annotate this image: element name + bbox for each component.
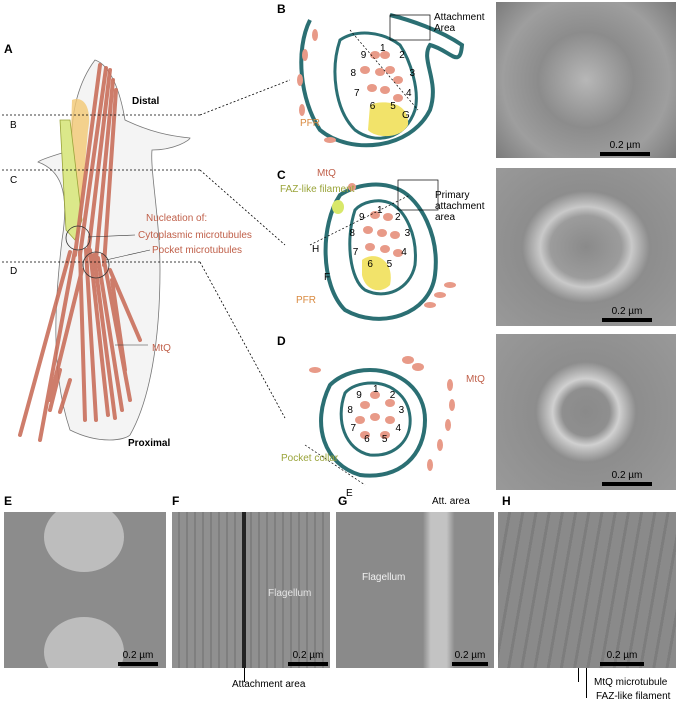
e-scale-bar: 0.2 µm (118, 650, 158, 666)
mtq-label-a: MtQ (152, 343, 171, 354)
c-mtq-label: MtQ (317, 168, 336, 179)
f-em-image: Flagellum (172, 512, 330, 668)
panel-f-letter: F (172, 494, 180, 508)
e-em-image (4, 512, 166, 668)
c-pfr-label: PFR (296, 295, 316, 306)
c-h-label: H (312, 244, 320, 255)
c-primary-area-label: Primary attachment area (435, 190, 485, 223)
section-b-label: B (10, 120, 17, 131)
doublet-number: 3 (404, 228, 411, 240)
doublet-number: 7 (354, 88, 360, 99)
h-faz-filament-label: FAZ-like filament (596, 691, 671, 702)
d-e-label: E (346, 488, 353, 499)
doublet-number: 3 (398, 405, 405, 417)
doublet-number: 5 (381, 434, 388, 446)
doublet-number: 6 (364, 434, 370, 446)
b-attachment-area-label: Attachment Area (434, 12, 485, 34)
nucleation-title: Nucleation of: (146, 213, 208, 224)
f-attachment-area-label: Attachment area (232, 679, 306, 690)
panel-c-letter: C (277, 168, 286, 182)
doublet-number: 7 (352, 247, 359, 258)
panel-b-letter: B (277, 2, 286, 16)
g-scale-bar: 0.2 µm (452, 650, 488, 666)
panel-g-letter: G (338, 494, 348, 508)
panel-a-3d-model (2, 59, 290, 442)
c-scale-bar: 0.2 µm (602, 306, 652, 322)
doublet-number: 4 (405, 88, 412, 99)
doublet-number: 9 (356, 390, 362, 402)
panel-c-diagram (309, 179, 456, 321)
panel-h-letter: H (502, 494, 511, 508)
panel-e-letter: E (4, 494, 13, 508)
distal-label: Distal (132, 96, 160, 107)
doublet-number: 6 (367, 259, 373, 271)
b-em-image (496, 2, 676, 158)
c-faz-label: FAZ-like filament (280, 184, 355, 195)
doublet-number: 2 (399, 50, 405, 62)
doublet-number: 7 (350, 423, 357, 434)
section-d-label: D (10, 266, 18, 277)
g-flagellum-label: Flagellum (362, 572, 406, 583)
panel-b-diagram (297, 13, 465, 148)
h-leader-line-2 (586, 668, 587, 698)
h-scale-bar: 0.2 µm (600, 650, 644, 666)
d-em-image (496, 334, 676, 490)
h-leader-line-1 (578, 668, 579, 682)
doublet-number: 8 (347, 405, 353, 417)
cyto-mt-label: Cytoplasmic microtubules (138, 230, 252, 241)
panel-d-letter: D (277, 334, 286, 348)
pocket-mt-label: Pocket microtubules (152, 245, 243, 256)
f-leader-line (244, 668, 245, 682)
doublet-number: 9 (359, 211, 365, 223)
h-mtq-microtubule-label: MtQ microtubule (594, 677, 668, 688)
c-em-image (496, 168, 676, 326)
doublet-number: 4 (395, 423, 402, 434)
f-scale-bar: 0.2 µm (288, 650, 328, 666)
g-att-area-label: Att. area (432, 496, 470, 507)
doublet-number: 1 (377, 205, 383, 216)
panel-d-diagram (304, 356, 455, 486)
doublet-number: 1 (373, 384, 379, 395)
doublet-number: 5 (386, 259, 393, 271)
doublet-number: 4 (401, 247, 407, 258)
doublet-number: 9 (360, 50, 367, 62)
h-em-image (498, 512, 676, 668)
d-scale-bar: 0.2 µm (602, 470, 652, 486)
doublet-number: 2 (389, 390, 396, 402)
doublet-number: 8 (349, 228, 355, 240)
b-pfr-label: PFR (300, 118, 320, 129)
doublet-number: 3 (409, 67, 416, 79)
d-mtq-label: MtQ (466, 374, 485, 385)
panel-a-letter: A (4, 42, 13, 56)
f-flagellum-label: Flagellum (268, 588, 312, 599)
doublet-number: 8 (350, 67, 357, 79)
doublet-number: 1 (380, 43, 386, 54)
section-c-label: C (10, 175, 18, 186)
g-em-image: Flagellum (336, 512, 494, 668)
b-scale-bar: 0.2 µm (600, 140, 650, 156)
d-pocket-collar-label: Pocket collar (281, 453, 339, 464)
doublet-number: 6 (369, 101, 376, 113)
proximal-label: Proximal (128, 438, 171, 449)
doublet-number: 5 (390, 101, 396, 113)
c-f-label: F (324, 272, 331, 283)
doublet-number: 2 (394, 211, 401, 223)
b-g-label: G (402, 110, 410, 121)
